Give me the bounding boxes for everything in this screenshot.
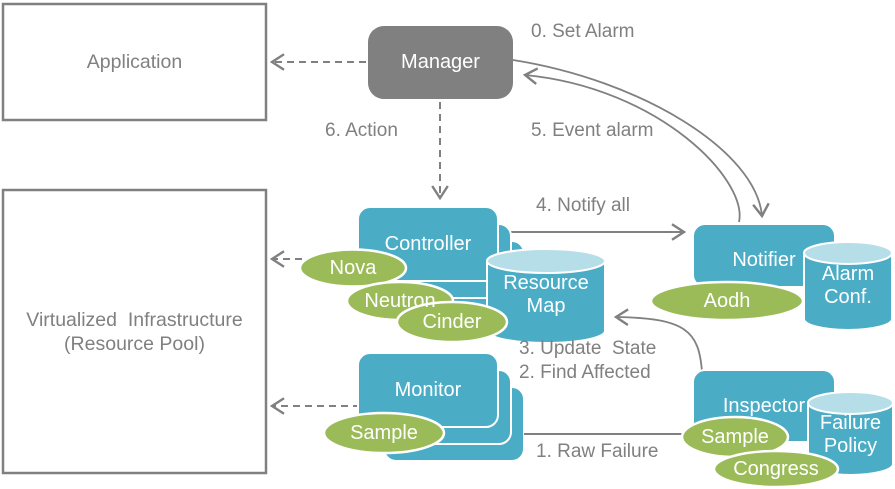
alarm-conf-cylinder-top: [803, 241, 893, 265]
failure-policy-cylinder: [807, 391, 894, 476]
manager-box: [368, 26, 513, 99]
monitor-sample-ellipse: [322, 411, 446, 455]
set-alarm-curve-arrow: [512, 59, 770, 219]
application-box: [1, 2, 268, 122]
cinder-ellipse: [395, 300, 509, 344]
resource-map-cylinder: [486, 248, 606, 344]
resource-map-cylinder-top: [486, 248, 606, 274]
congress-ellipse: [712, 449, 840, 489]
nova-ellipse: [298, 248, 408, 288]
virtualized-infrastructure-box: [1, 188, 268, 475]
failure-policy-cylinder-top: [807, 391, 894, 415]
update-state-curve-arrow: [613, 308, 703, 373]
alarm-conf-cylinder: [803, 241, 893, 331]
aodh-ellipse: [649, 280, 805, 322]
event-alarm-curve-arrow: [522, 67, 741, 223]
